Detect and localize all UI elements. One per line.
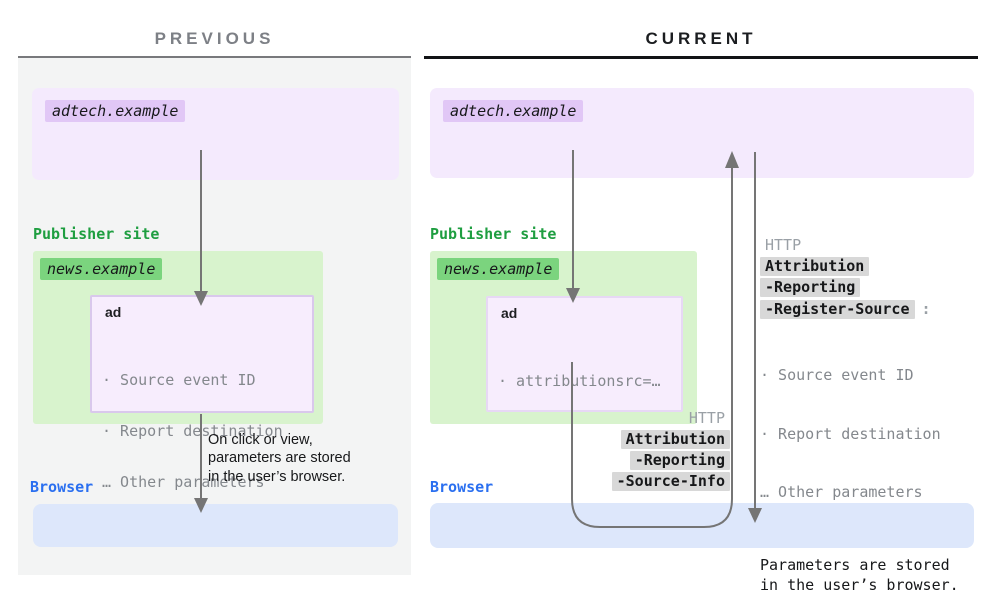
previous-browser-label: Browser — [30, 478, 94, 496]
current-ad-title: ad — [501, 305, 518, 321]
current-browser-label: Browser — [430, 478, 494, 496]
http-header-part: -Register-Source — [760, 300, 915, 319]
previous-ad-title: ad — [105, 304, 122, 320]
http-source-info-request-labels: HTTP Attribution -Reporting -Source-Info — [520, 409, 730, 491]
register-source-parameter: · Source event ID — [760, 366, 914, 384]
current-storage-note: Parameters are stored in the user’s brow… — [760, 555, 959, 592]
http-register-source-response-labels: HTTP Attribution -Reporting -Register-So… — [760, 236, 959, 592]
previous-ad-parameters: · Source event ID · Report destination …… — [102, 338, 283, 525]
current-adtech-domain-chip: adtech.example — [443, 100, 584, 122]
previous-ad-parameter: · Source event ID — [102, 371, 256, 389]
previous-ad-parameter: … Other parameters — [102, 473, 265, 491]
http-header-part: -Reporting — [760, 278, 861, 297]
current-title: CURRENT — [645, 29, 757, 48]
http-header-part: -Source-Info — [611, 472, 730, 491]
http-protocol-label: HTTP — [765, 236, 802, 254]
current-divider — [424, 56, 978, 59]
previous-browser-box — [33, 504, 398, 547]
http-protocol-label: HTTP — [688, 409, 725, 427]
register-source-parameters: · Source event ID · Report destination …… — [760, 327, 941, 542]
previous-storage-note: On click or view, parameters are stored … — [208, 432, 351, 485]
http-header-part: Attribution — [760, 257, 870, 276]
http-header-part-row: -Register-Source: — [760, 299, 931, 319]
http-header-part: Attribution — [620, 430, 730, 449]
current-news-domain-chip: news.example — [437, 258, 560, 280]
previous-adtech-box: adtech.example — [32, 88, 399, 180]
http-header-part: -Reporting — [629, 451, 730, 470]
current-publisher-site-label: Publisher site — [430, 225, 557, 243]
previous-ad-box: ad · Source event ID · Report destinatio… — [90, 295, 314, 491]
previous-ad-parameter: · Report destination — [102, 422, 283, 440]
previous-divider — [18, 56, 411, 58]
register-source-parameter: · Report destination — [760, 424, 941, 443]
previous-publisher-site-label: Publisher site — [33, 225, 160, 243]
previous-adtech-domain-chip: adtech.example — [45, 100, 186, 122]
previous-title: PREVIOUS — [154, 29, 275, 48]
current-adtech-box: adtech.example — [430, 88, 974, 178]
current-ad-box: ad · attributionsrc=… — [486, 296, 683, 412]
current-ad-parameter: · attributionsrc=… — [498, 372, 661, 390]
colon-separator: : — [921, 300, 931, 318]
register-source-parameter: … Other parameters — [760, 483, 923, 501]
previous-news-domain-chip: news.example — [40, 258, 163, 280]
